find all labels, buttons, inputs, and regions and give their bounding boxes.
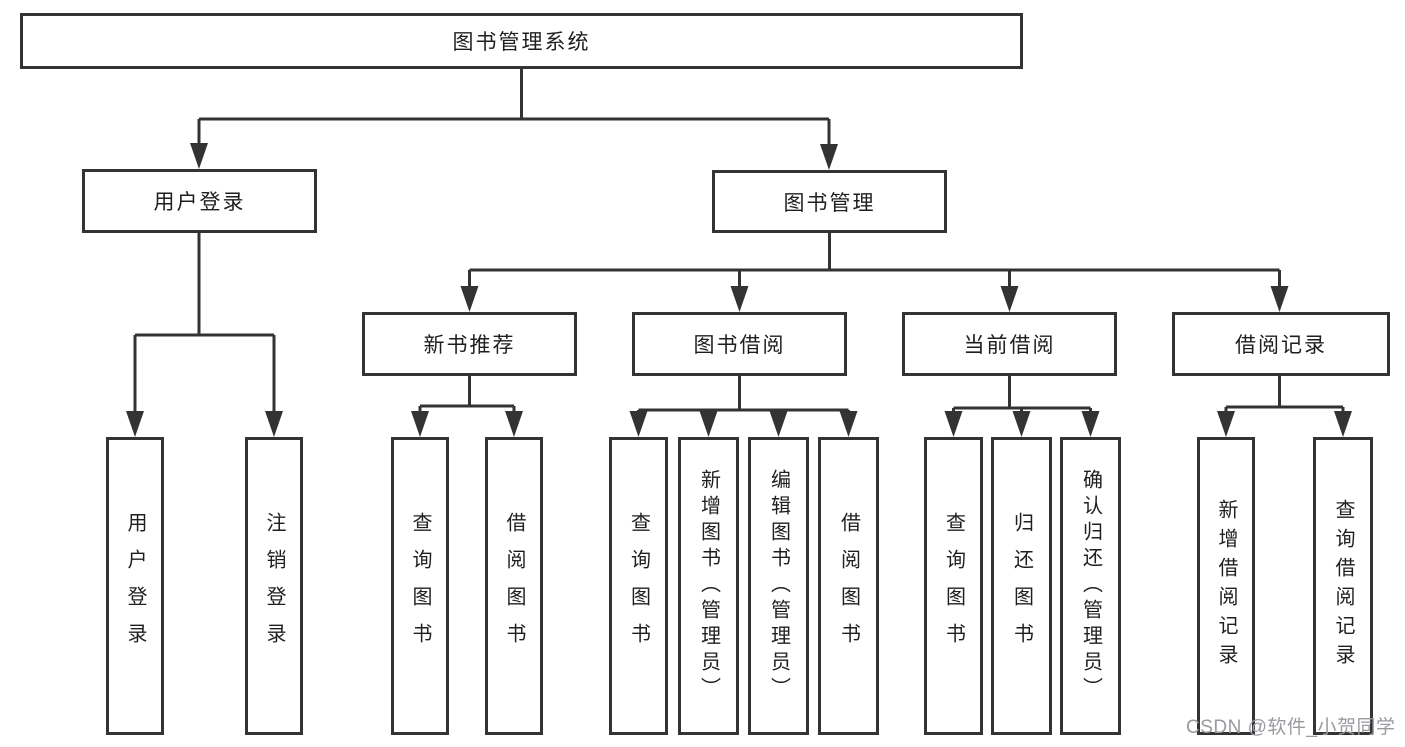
- leaf-borrow-book: 借阅图书: [818, 437, 879, 735]
- leaf-label: 查询图书: [409, 512, 431, 660]
- leaf-label: 查询图书: [942, 512, 965, 660]
- node-user-login: 用户登录: [82, 169, 317, 233]
- node-library-management-system: 图书管理系统: [20, 13, 1023, 69]
- leaf-borrow-book-recommend: 借阅图书: [485, 437, 543, 735]
- node-book-borrow: 图书借阅: [632, 312, 847, 376]
- node-borrow-records: 借阅记录: [1172, 312, 1390, 376]
- connector-currentborrow-children: [944, 376, 1100, 437]
- leaf-label: 借阅图书: [837, 512, 860, 660]
- connector-bookborrow-children: [629, 376, 858, 437]
- leaf-label: 新增借阅记录: [1215, 499, 1237, 673]
- leaf-label: 确认归还（管理员）: [1079, 469, 1102, 703]
- leaf-label: 注销登录: [263, 512, 285, 660]
- node-label: 图书管理: [783, 191, 876, 215]
- leaf-return-book: 归还图书: [991, 437, 1052, 735]
- leaf-confirm-return-admin: 确认归还（管理员）: [1060, 437, 1121, 735]
- leaf-search-borrow-record: 查询借阅记录: [1313, 437, 1373, 735]
- node-label: 图书借阅: [693, 334, 786, 357]
- connector-borrowrecords-children: [1217, 376, 1352, 437]
- leaf-search-book-borrow: 查询图书: [609, 437, 668, 735]
- node-current-borrow: 当前借阅: [902, 312, 1117, 376]
- leaf-add-book-admin: 新增图书（管理员）: [678, 437, 739, 735]
- leaf-add-borrow-record: 新增借阅记录: [1197, 437, 1255, 735]
- leaf-logout: 注销登录: [245, 437, 303, 735]
- connector-newbook-children: [411, 376, 523, 437]
- leaf-label: 编辑图书（管理员）: [767, 469, 790, 703]
- leaf-label: 查询图书: [627, 512, 650, 660]
- connector-userlogin-children: [126, 233, 283, 437]
- node-book-management: 图书管理: [712, 170, 947, 233]
- leaf-search-book-recommend: 查询图书: [391, 437, 449, 735]
- leaf-search-book-current: 查询图书: [924, 437, 983, 735]
- node-label: 用户登录: [153, 191, 246, 214]
- connector-root-to-level2: [190, 69, 838, 170]
- leaf-label: 归还图书: [1010, 512, 1033, 660]
- leaf-edit-book-admin: 编辑图书（管理员）: [748, 437, 809, 735]
- leaf-label: 用户登录: [124, 512, 146, 660]
- node-label: 当前借阅: [963, 334, 1056, 357]
- leaf-label: 查询借阅记录: [1332, 499, 1354, 673]
- leaf-label: 新增图书（管理员）: [697, 469, 720, 703]
- leaf-user-login: 用户登录: [106, 437, 164, 735]
- leaf-label: 借阅图书: [503, 512, 525, 660]
- node-label: 借阅记录: [1235, 334, 1327, 357]
- connector-bookmgmt-to-level3: [460, 233, 1289, 312]
- node-label: 图书管理系统: [452, 31, 591, 54]
- csdn-watermark: CSDN @软件_小贺同学: [1186, 717, 1396, 738]
- node-label: 新书推荐: [423, 334, 516, 357]
- node-new-book-recommend: 新书推荐: [362, 312, 577, 376]
